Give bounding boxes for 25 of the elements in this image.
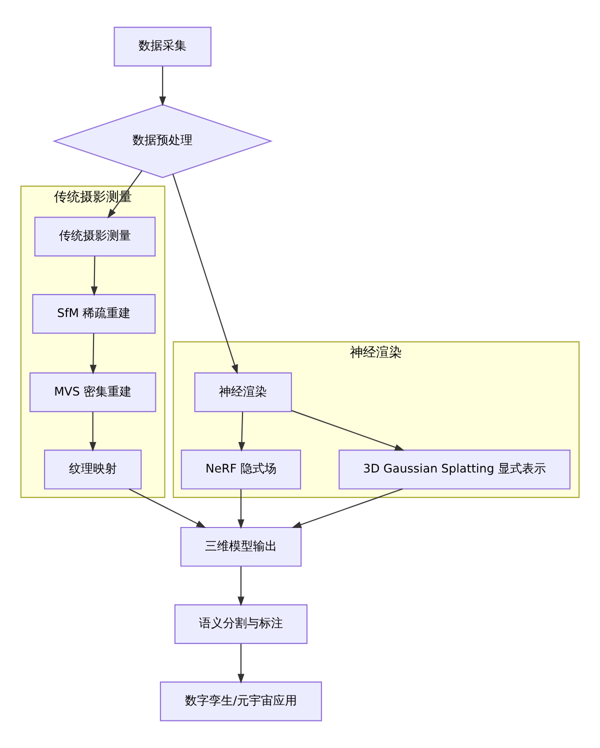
arrow bbox=[128, 488, 206, 528]
arrow bbox=[238, 412, 246, 452]
arrow bbox=[159, 66, 166, 106]
arrow bbox=[292, 488, 403, 528]
arrow bbox=[238, 644, 244, 684]
arrow bbox=[90, 256, 98, 296]
arrow bbox=[107, 170, 142, 219]
arrow bbox=[238, 566, 244, 606]
arrow bbox=[238, 489, 244, 530]
node-box: 数据采集 bbox=[114, 26, 212, 66]
node-box: MVS 密集重建 bbox=[30, 372, 156, 412]
node-box: 三维模型输出 bbox=[180, 526, 302, 567]
node-box: 神经渲染 bbox=[194, 372, 292, 412]
node-box: 语义分割与标注 bbox=[174, 604, 308, 644]
arrow bbox=[90, 333, 97, 375]
node-box: 纹理映射 bbox=[44, 450, 142, 490]
node-box: 3D Gaussian Splatting 显式表示 bbox=[338, 450, 570, 490]
node-diamond: 数据预处理 bbox=[52, 104, 273, 178]
arrow bbox=[291, 410, 404, 451]
node-box: SfM 稀疏重建 bbox=[32, 294, 156, 334]
node-box: NeRF 隐式场 bbox=[180, 450, 302, 490]
arrow bbox=[172, 174, 238, 374]
node-box: 传统摄影测量 bbox=[34, 216, 156, 256]
arrow bbox=[89, 412, 96, 452]
node-box: 数字孪生/元宇宙应用 bbox=[160, 682, 322, 722]
